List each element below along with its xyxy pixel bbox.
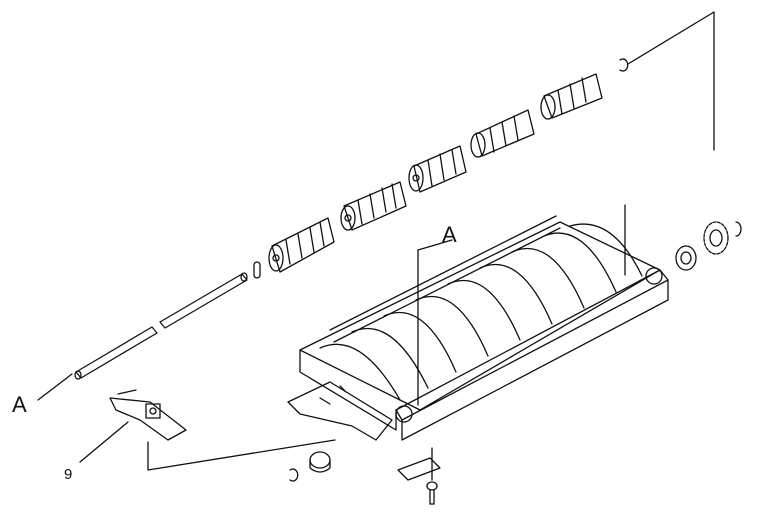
bracket-part	[109, 389, 187, 441]
roller-3	[408, 145, 467, 193]
clip-ring-top	[619, 58, 629, 72]
callout-a-left: A	[12, 392, 27, 417]
shaft-left	[74, 326, 158, 380]
clip-ring-right	[735, 221, 742, 237]
roller-1	[268, 217, 335, 273]
roller-5	[540, 73, 603, 120]
clip-ring-bottom	[289, 468, 299, 482]
gear-large	[703, 221, 729, 255]
pin	[253, 261, 261, 279]
feed-tray-frame	[299, 215, 669, 441]
leader-line-right	[624, 11, 715, 276]
leader-line-a-left	[37, 373, 73, 401]
leader-line-9	[79, 421, 129, 463]
base-plate	[287, 381, 393, 441]
leader-line-a-top	[417, 239, 453, 406]
callout-a-top: A	[442, 222, 457, 247]
part-number-label: 9	[64, 466, 73, 483]
roller-2	[340, 181, 407, 231]
shaft-right	[159, 272, 248, 329]
gear-small	[675, 245, 697, 271]
small-plate	[397, 457, 441, 481]
nut-bottom	[309, 451, 331, 473]
roller-4	[470, 109, 535, 158]
screw	[426, 481, 438, 505]
leader-line-bottom	[147, 439, 336, 471]
